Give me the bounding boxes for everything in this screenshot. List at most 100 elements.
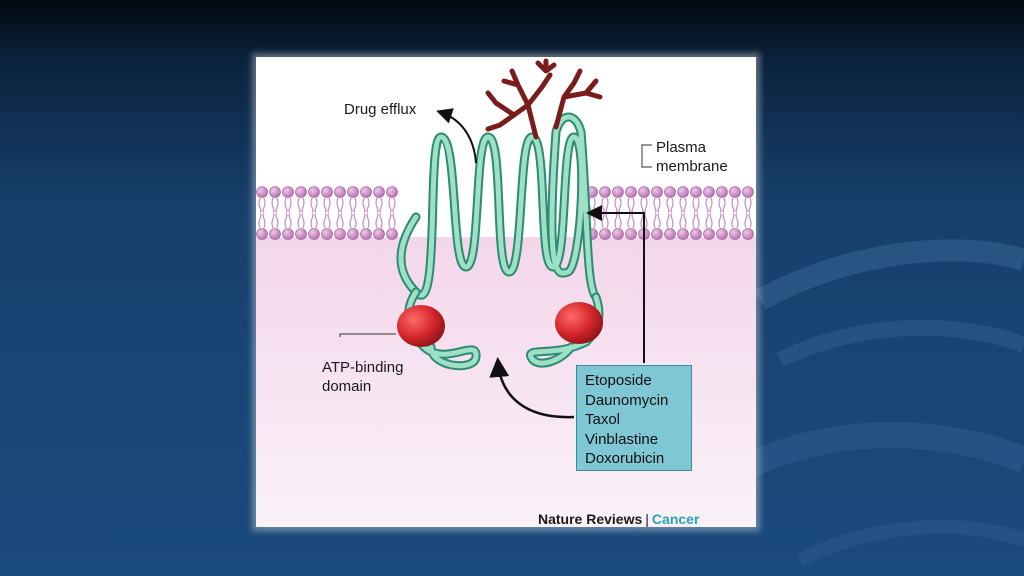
lipid-head (703, 228, 715, 240)
lipid-tail (657, 213, 661, 229)
lipid-head (282, 228, 294, 240)
drug-item: Taxol (585, 411, 621, 428)
lipid-head (386, 186, 398, 198)
lipid-tail (653, 213, 657, 229)
lipid-tail (271, 197, 275, 213)
lipid-head (729, 228, 741, 240)
lipid-tail (735, 213, 739, 229)
lipid-head (360, 186, 372, 198)
membrane-entry-arrow (586, 205, 645, 363)
lipid-tail (683, 213, 687, 229)
lipid-tail (327, 197, 331, 213)
lipid-tail (696, 197, 700, 213)
lipid-tail (705, 197, 709, 213)
credit-journal: Cancer (651, 511, 700, 527)
lipid-tail (722, 197, 726, 213)
atp-binding-domain-left (397, 305, 445, 347)
lipid-tail (605, 197, 609, 213)
lipid-tail (679, 197, 683, 213)
lipid-head (256, 186, 268, 198)
lipid-tail (640, 197, 644, 213)
lipid-tail (731, 197, 735, 213)
drug-efflux-label: Drug efflux (344, 101, 417, 118)
lipid-head (321, 186, 333, 198)
lipid-tail (670, 197, 674, 213)
lipid-head (742, 186, 754, 198)
plasma-membrane-label-line2: membrane (656, 158, 728, 175)
lipid-tail (323, 197, 327, 213)
lipid-head (347, 186, 359, 198)
lipid-tail (366, 213, 370, 229)
drug-list-box: Etoposide Daunomycin Taxol Vinblastine D… (576, 365, 692, 471)
lipid-tail (366, 197, 370, 213)
atp-binding-domain-right (555, 302, 603, 344)
lipid-tail (262, 197, 266, 213)
lipid-bilayer (256, 186, 754, 240)
atp-binding-label-line1: ATP-binding (322, 359, 404, 376)
lipid-tail (327, 213, 331, 229)
lipid-tail (748, 213, 752, 229)
lipid-tail (692, 213, 696, 229)
lipid-tail (388, 213, 392, 229)
lipid-tail (670, 213, 674, 229)
drug-item: Doxorubicin (585, 450, 665, 467)
lipid-tail (349, 197, 353, 213)
lipid-head (269, 186, 281, 198)
lipid-tail (592, 213, 596, 229)
lipid-tail (618, 213, 622, 229)
figure-credit: Nature Reviews|Cancer (538, 511, 699, 527)
lipid-tail (653, 197, 657, 213)
lipid-head (282, 186, 294, 198)
lipid-head (612, 186, 624, 198)
lipid-tail (362, 197, 366, 213)
lipid-tail (627, 213, 631, 229)
lipid-tail (666, 197, 670, 213)
lipid-head (625, 228, 637, 240)
lipid-head (651, 186, 663, 198)
lipid-tail (640, 213, 644, 229)
lipid-head (334, 228, 346, 240)
lipid-tail (284, 213, 288, 229)
lipid-tail (258, 197, 262, 213)
lipid-head (716, 228, 728, 240)
lipid-tail (288, 213, 292, 229)
lipid-head (360, 228, 372, 240)
lipid-tail (262, 213, 266, 229)
lipid-tail (614, 213, 618, 229)
lipid-tail (731, 213, 735, 229)
lipid-tail (392, 213, 396, 229)
lipid-tail (696, 213, 700, 229)
lipid-tail (709, 213, 713, 229)
lipid-head (742, 228, 754, 240)
atp-binding-leader (339, 333, 396, 337)
drug-item: Daunomycin (585, 391, 669, 409)
lipid-tail (705, 213, 709, 229)
lipid-head (256, 228, 268, 240)
lipid-tail (353, 213, 357, 229)
lipid-tail (644, 213, 648, 229)
lipid-tail (379, 213, 383, 229)
lipid-head (716, 186, 728, 198)
lipid-head (321, 228, 333, 240)
lipid-tail (744, 213, 748, 229)
lipid-tail (601, 197, 605, 213)
lipid-tail (709, 197, 713, 213)
atp-binding-label-line2: domain (322, 378, 372, 395)
lipid-head (347, 228, 359, 240)
lipid-tail (379, 197, 383, 213)
lipid-tail (392, 197, 396, 213)
lipid-tail (644, 197, 648, 213)
lipid-tail (666, 213, 670, 229)
plasma-membrane-leader (641, 144, 652, 168)
lipid-tail (631, 197, 635, 213)
lipid-tail (679, 213, 683, 229)
lipid-head (677, 186, 689, 198)
lipid-tail (323, 213, 327, 229)
lipid-tail (692, 197, 696, 213)
lipid-tail (301, 213, 305, 229)
lipid-tail (336, 213, 340, 229)
plasma-membrane-label-line1: Plasma (656, 139, 707, 156)
lipid-tail (271, 213, 275, 229)
lipid-head (703, 186, 715, 198)
